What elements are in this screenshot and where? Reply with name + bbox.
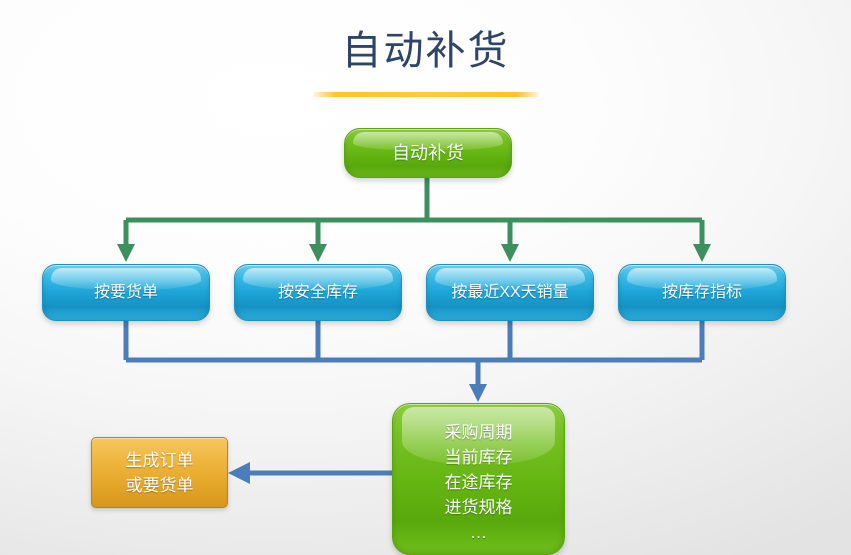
page-title: 自动补货 xyxy=(341,28,510,73)
node-root-label: 自动补货 xyxy=(392,143,464,163)
node-by-recent-sales[interactable]: 按最近XX天销量 xyxy=(426,264,594,321)
node-generate-order[interactable]: 生成订单 或要货单 xyxy=(91,437,228,508)
node-order-label: 生成订单 或要货单 xyxy=(125,450,194,495)
node-auto-replenishment-root[interactable]: 自动补货 xyxy=(344,128,512,178)
arrowhead-left-order xyxy=(228,462,250,484)
node-calculation-factors[interactable]: 采购周期 当前库存 在途库存 进货规格 … xyxy=(392,403,565,555)
arrowhead-down-factors xyxy=(469,384,487,402)
node-by-requisition-order[interactable]: 按要货单 xyxy=(42,264,210,321)
node-branch-label: 按最近XX天销量 xyxy=(451,283,569,301)
node-branch-label: 按库存指标 xyxy=(661,283,742,301)
green-arrowheads xyxy=(117,244,711,262)
connector-factors-to-order xyxy=(228,462,392,484)
title-underline-rule xyxy=(313,92,539,97)
node-branch-label: 按安全库存 xyxy=(277,283,358,301)
arrowhead-down-4 xyxy=(693,244,711,262)
node-factors-label: 采购周期 当前库存 在途库存 进货规格 … xyxy=(444,423,513,542)
node-by-safety-stock[interactable]: 按安全库存 xyxy=(234,264,402,321)
node-branch-label: 按要货单 xyxy=(93,283,158,301)
arrowhead-down-1 xyxy=(117,244,135,262)
arrowhead-down-2 xyxy=(309,244,327,262)
arrowhead-down-3 xyxy=(501,244,519,262)
node-by-inventory-index[interactable]: 按库存指标 xyxy=(618,264,786,321)
